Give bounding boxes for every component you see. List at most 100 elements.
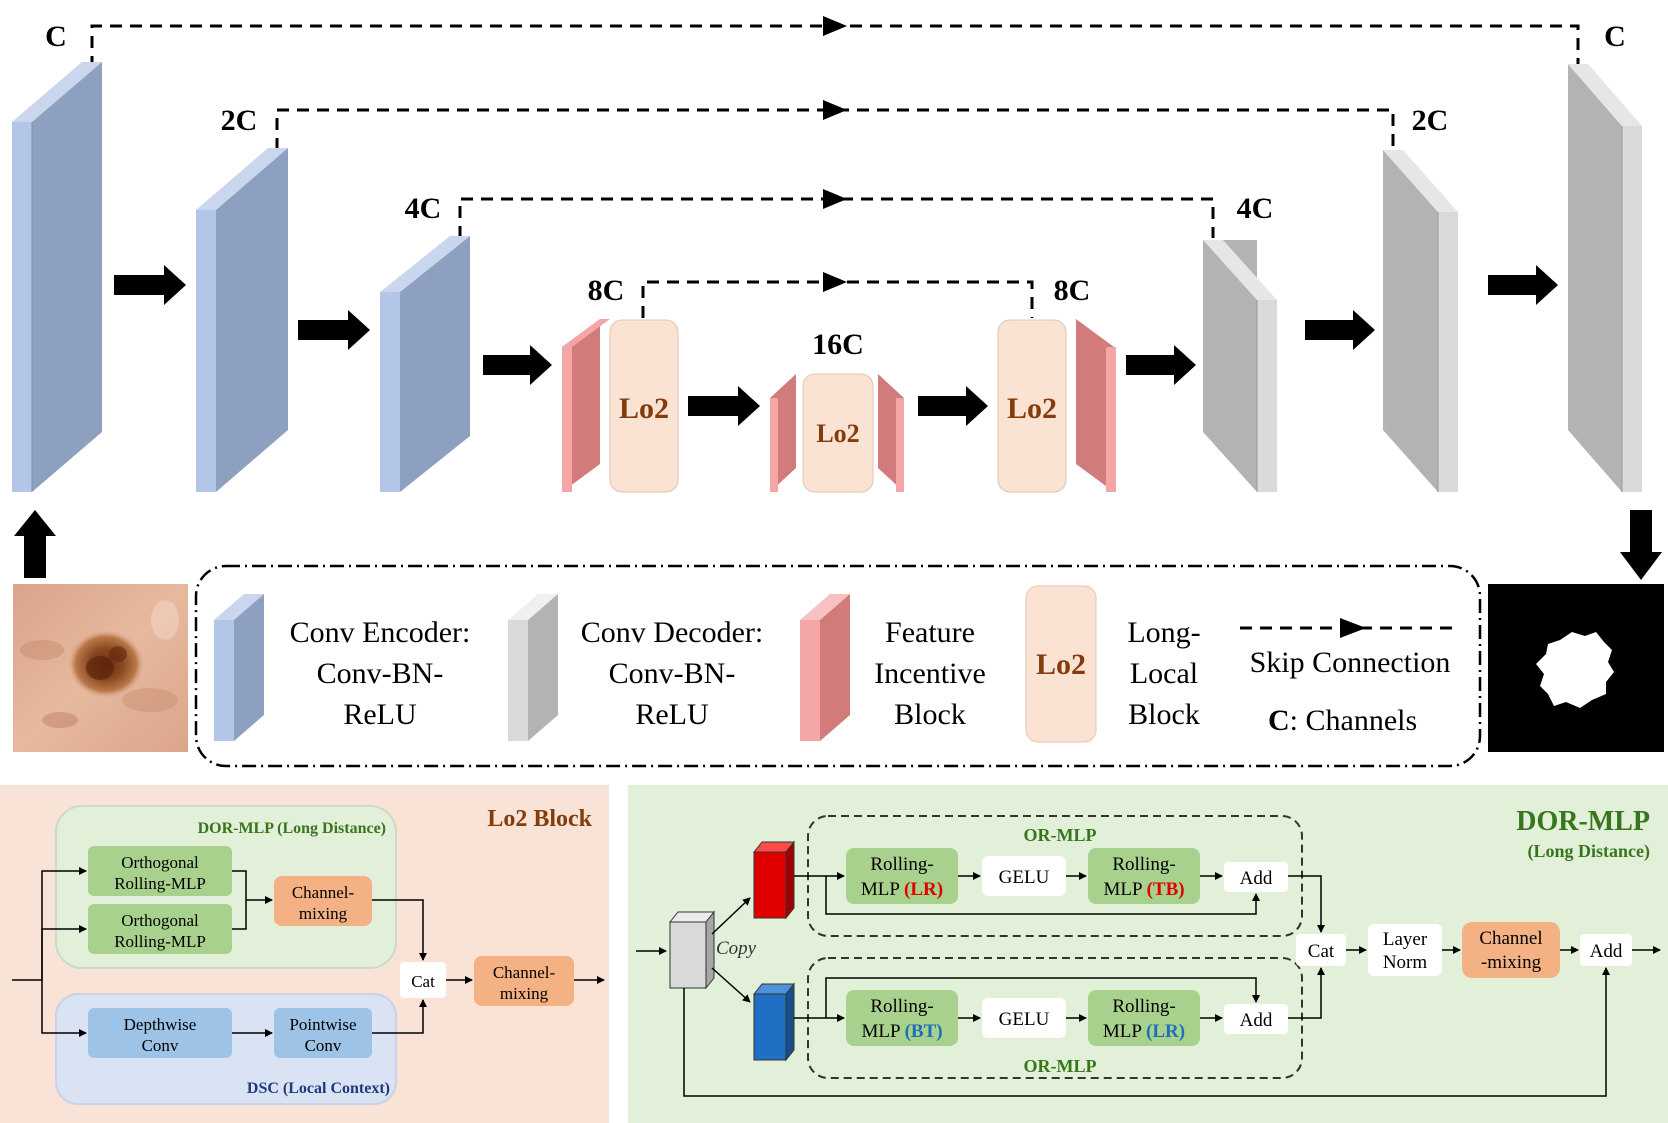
- fib-block-dec4: [1076, 319, 1116, 492]
- channel-label-enc4: 8C: [588, 274, 625, 307]
- legend-lo2-line-2: Local: [1130, 657, 1198, 690]
- or-mlp-top-label: OR-MLP: [1024, 825, 1097, 845]
- dor-cm-line-1: Channel: [1479, 928, 1542, 949]
- arrow-enc2-enc3: [298, 310, 370, 350]
- arrow-dec4-dec3: [1126, 345, 1196, 385]
- lo2-block-panel: Lo2 Block DOR-MLP (Long Distance) Orthog…: [0, 785, 609, 1123]
- flow-arrows: [14, 265, 1662, 580]
- layer-norm-line-2: Norm: [1383, 952, 1428, 973]
- depthwise-line-2: Conv: [142, 1036, 179, 1055]
- arrow-enc1-enc2: [114, 265, 186, 305]
- input-image: [13, 584, 188, 752]
- channel-label-dec3: 4C: [1237, 192, 1274, 225]
- fib-block-enc4: [562, 319, 610, 492]
- lo2-block-enc4: [609, 319, 679, 493]
- orth1-line-2: Rolling-MLP: [114, 874, 206, 893]
- rolling-lr2-line-2: MLP (LR): [1103, 1021, 1185, 1042]
- lo2-block-dec4: [997, 319, 1067, 493]
- decoder-block-3: [1203, 240, 1277, 492]
- rolling-lr-tag: (LR): [904, 879, 943, 900]
- legend-lo2-icon-label: Lo2: [1036, 648, 1086, 681]
- lo2-channel-mixing-1: [274, 876, 372, 926]
- lo2-cm1-line-1: Channel-: [292, 883, 355, 902]
- rolling-tb-line-2: MLP (TB): [1103, 879, 1184, 900]
- legend: Lo2 Conv Encoder: Conv-BN- ReLU Conv Dec…: [194, 564, 1482, 768]
- gelu-top-label: GELU: [999, 867, 1050, 888]
- pointwise-line-1: Pointwise: [289, 1015, 356, 1034]
- red-tensor-cube: [752, 840, 796, 920]
- decoder-block-1: [1568, 64, 1642, 492]
- orth2-line-2: Rolling-MLP: [114, 932, 206, 951]
- arrow-enc4-bottleneck: [688, 386, 760, 426]
- rolling-mlp-lr-2: [1088, 990, 1200, 1046]
- rolling-lr-line-1: Rolling-: [870, 854, 933, 875]
- dor-subtitle: (Long Distance): [1528, 841, 1651, 862]
- legend-channels-rest: : Channels: [1290, 704, 1418, 737]
- arrow-input-up: [14, 510, 56, 578]
- orthogonal-rolling-mlp-2: [88, 904, 232, 954]
- dor-connectors: [636, 872, 1661, 1097]
- channel-label-dec4: 8C: [1054, 274, 1091, 307]
- channel-label-dec2: 2C: [1412, 104, 1449, 137]
- arrow-dec3-dec2: [1305, 310, 1375, 350]
- rolling-lr2-mlp: MLP: [1103, 1021, 1146, 1042]
- legend-encoder-icon: [214, 594, 264, 741]
- rolling-tb-tag: (TB): [1147, 879, 1185, 900]
- lo2-label-bottleneck: Lo2: [816, 419, 859, 448]
- dor-mlp-panel: DOR-MLP (Long Distance) OR-MLP OR-MLP Co…: [628, 785, 1668, 1123]
- legend-encoder-line-2: Conv-BN-: [317, 657, 444, 690]
- add-bottom: [1224, 1004, 1288, 1034]
- arrow-dec2-dec1: [1488, 265, 1558, 305]
- channel-label-dec1: C: [1604, 20, 1626, 53]
- pointwise-conv: [274, 1008, 372, 1058]
- fib-block-bottleneck-right: [878, 374, 904, 492]
- lo2-cm2-line-2: mixing: [500, 984, 549, 1003]
- dor-title: DOR-MLP: [1516, 806, 1650, 837]
- legend-skip-arrowhead: [1340, 618, 1366, 638]
- arrow-bottleneck-dec4: [918, 386, 988, 426]
- lo2-dsc-label: DSC (Local Context): [247, 1080, 390, 1097]
- legend-lo2-line-1: Long-: [1127, 616, 1200, 649]
- lo2-cat: [400, 962, 446, 998]
- rolling-bt-line-1: Rolling-: [870, 996, 933, 1017]
- legend-lo2-icon: [1025, 585, 1097, 743]
- unet-diagram: Lo2 Lo2 Lo2 C 2C 4C 8C 16C 8C 4C 2C C: [12, 16, 1662, 580]
- depthwise-conv: [88, 1008, 232, 1058]
- input-tensor-cube: [668, 910, 716, 990]
- encoder-block-2: [196, 148, 288, 492]
- legend-decoder-line-1: Conv Decoder:: [581, 616, 763, 649]
- gelu-top: [982, 856, 1066, 896]
- dor-add-final-label: Add: [1590, 941, 1623, 962]
- decoder-block-2: [1383, 150, 1458, 492]
- legend-decoder-line-3: ReLU: [635, 698, 709, 731]
- dor-add-final: [1580, 934, 1632, 966]
- skip-connection-2: [275, 108, 1395, 150]
- fib-block-bottleneck-left: [770, 374, 796, 492]
- dor-cat: [1296, 934, 1346, 966]
- layer-norm-line-1: Layer: [1383, 929, 1428, 950]
- rolling-lr2-line-1: Rolling-: [1112, 996, 1175, 1017]
- legend-channels-key: C: [1268, 704, 1290, 737]
- rolling-lr-line-2: MLP (LR): [861, 879, 943, 900]
- lo2-channel-mixing-2: [474, 956, 574, 1006]
- gelu-bottom-label: GELU: [999, 1009, 1050, 1030]
- or-mlp-bottom-label: OR-MLP: [1024, 1056, 1097, 1076]
- skip-connections: [90, 24, 1580, 318]
- legend-decoder-icon: [508, 594, 558, 741]
- legend-fib-line-3: Block: [894, 698, 966, 731]
- copy-label: Copy: [716, 938, 757, 959]
- legend-fib-line-1: Feature: [885, 616, 975, 649]
- lo2-dor-label: DOR-MLP (Long Distance): [198, 820, 386, 837]
- dor-cat-label: Cat: [1308, 941, 1335, 962]
- rolling-tb-line-1: Rolling-: [1112, 854, 1175, 875]
- legend-channels: C: Channels: [1268, 704, 1417, 737]
- legend-fib-icon: [800, 594, 850, 741]
- lo2-connectors: [12, 867, 605, 1037]
- lo2-panel-title: Lo2 Block: [487, 806, 592, 832]
- skip-arrowheads: [823, 16, 847, 292]
- pointwise-line-2: Conv: [305, 1036, 342, 1055]
- layer-norm: [1368, 924, 1442, 976]
- rolling-mlp-lr: [846, 848, 958, 904]
- channel-labels: C 2C 4C 8C 16C 8C 4C 2C C: [45, 20, 1626, 361]
